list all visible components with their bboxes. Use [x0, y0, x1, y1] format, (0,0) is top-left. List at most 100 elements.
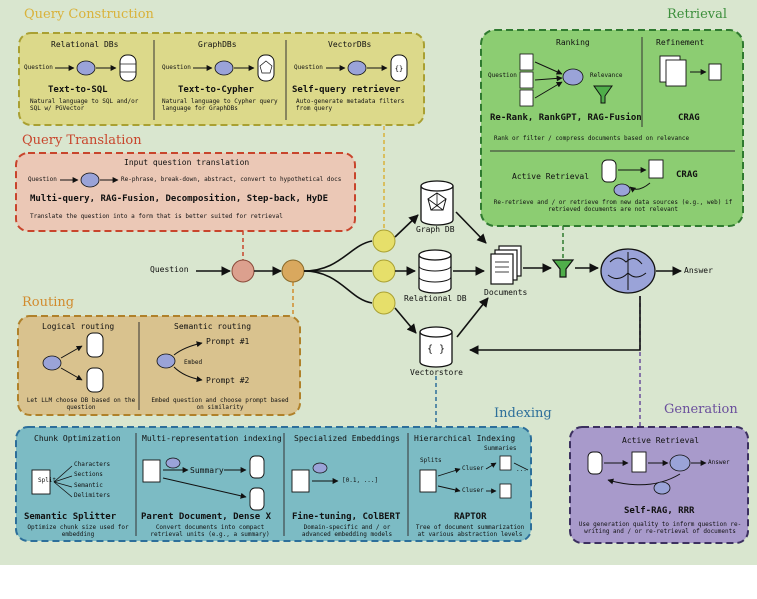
- relational-db-icon: [418, 249, 452, 294]
- vector-dbs-heading: VectorDBs: [328, 40, 372, 49]
- qt-flow-icons: [60, 172, 119, 188]
- specialized-heading: Specialized Embeddings: [294, 434, 400, 443]
- active-retrieval-icons: [601, 159, 664, 197]
- svg-text:{}: {}: [395, 65, 403, 73]
- embedding-vector-label: [0.1, ...]: [342, 477, 379, 484]
- generation-title: Generation: [664, 402, 738, 417]
- translation-node: [231, 259, 255, 283]
- generation-answer-label: Answer: [708, 459, 730, 466]
- relational-db-label: Relational DB: [404, 294, 467, 303]
- semantic-routing-icons: [156, 341, 203, 383]
- chunk-optimization-heading: Chunk Optimization: [34, 434, 121, 443]
- splits-label: Splits: [420, 457, 442, 464]
- indexing-box: [15, 426, 532, 542]
- qt-methods: Multi-query, RAG-Fusion, Decomposition, …: [30, 194, 329, 204]
- qt-desc: Translate the question into a form that …: [30, 213, 283, 220]
- prompt-2-label: Prompt #2: [206, 376, 250, 385]
- generation-icons: [587, 451, 707, 495]
- text-to-cypher-desc: Natural language to Cypher query languag…: [162, 98, 278, 112]
- active-retrieval-desc: Re-retrieve and / or retrieve from new d…: [493, 199, 733, 213]
- self-query-desc: Auto-generate metadata filters from quer…: [296, 98, 405, 112]
- text-to-sql-label: Text-to-SQL: [48, 85, 108, 95]
- query-construction-title: Query Construction: [24, 7, 154, 22]
- hierarchical-desc: Tree of document summarization at variou…: [415, 524, 525, 538]
- ranking-heading: Ranking: [556, 38, 590, 47]
- routing-title: Routing: [22, 295, 75, 310]
- documents-label: Documents: [484, 288, 528, 297]
- raptor-label: RAPTOR: [454, 512, 487, 522]
- graph-db-label: Graph DB: [416, 225, 455, 234]
- qc-relational-question: Question: [24, 64, 53, 71]
- active-retrieval-heading: Active Retrieval: [512, 172, 590, 181]
- routing-node: [281, 259, 305, 283]
- self-rag-label: Self-RAG, RRR: [624, 506, 695, 516]
- construction-node-graph: [372, 229, 396, 253]
- query-translation-box: [15, 152, 356, 232]
- parent-document-label: Parent Document, Dense X: [141, 512, 272, 522]
- refinement-heading: Refinement: [656, 38, 705, 47]
- construction-node-vector: [372, 291, 396, 315]
- graph-db-icon: [420, 180, 454, 226]
- semantic-splitter-label: Semantic Splitter: [24, 512, 117, 522]
- generation-heading: Active Retrieval: [622, 436, 700, 445]
- query-translation-title: Query Translation: [22, 133, 142, 148]
- qc-vector-icons: {}: [326, 54, 408, 82]
- summary-label: Summary: [190, 466, 224, 475]
- cluster-2-label: Cluser: [462, 487, 484, 494]
- ranking-icons: [519, 53, 613, 107]
- chunk-desc: Optimize chunk size used for embedding: [27, 524, 129, 538]
- hierarchy-dots: ...: [516, 466, 527, 473]
- rag-diagram: { } {}: [0, 0, 757, 565]
- qc-graph-question: Question: [162, 64, 191, 71]
- documents-icon: [490, 245, 522, 285]
- qt-question: Question: [28, 176, 57, 183]
- ranking-methods: Re-Rank, RankGPT, RAG-Fusion: [490, 113, 642, 123]
- vectorstore-icon: { }: [419, 326, 453, 368]
- generation-desc: Use generation quality to inform questio…: [578, 521, 742, 535]
- flow-question-label: Question: [150, 265, 189, 274]
- construction-node-relational: [372, 259, 396, 283]
- ranking-question: Question: [488, 72, 517, 79]
- chunk-split-label: Split: [38, 477, 57, 484]
- logical-routing-desc: Let LLM choose DB based on the question: [26, 397, 136, 411]
- text-to-cypher-label: Text-to-Cypher: [178, 85, 254, 95]
- embed-label: Embed: [184, 359, 203, 366]
- chunk-item-delimiters: Delimiters: [74, 492, 111, 499]
- multirep-icons: [142, 455, 265, 511]
- qc-graph-icons: [193, 54, 275, 82]
- translation-heading: Input question translation: [124, 158, 250, 167]
- semantic-routing-desc: Embed question and choose prompt based o…: [151, 397, 289, 411]
- multirep-heading: Multi-representation indexing: [142, 434, 282, 443]
- text-to-sql-desc: Natural language to SQL and/or SQL w/ PG…: [30, 98, 139, 112]
- retrieval-filter-desc: Rank or filter / compress documents base…: [494, 135, 690, 142]
- retrieval-title: Retrieval: [667, 7, 728, 22]
- summaries-label: Summaries: [484, 445, 517, 452]
- answer-label: Answer: [684, 266, 713, 275]
- specialized-icons: [291, 462, 339, 493]
- refinement-icons: [659, 55, 722, 87]
- cluster-1-label: Cluser: [462, 465, 484, 472]
- qc-vector-question: Question: [294, 64, 323, 71]
- diagram-graphics: { } {}: [15, 29, 749, 544]
- chunk-item-semantic: Semantic: [74, 482, 103, 489]
- qt-flow-text: Re-phrase, break-down, abstract, convert…: [121, 176, 342, 183]
- active-retrieval-method: CRAG: [676, 170, 698, 180]
- vectorstore-label: Vectorstore: [410, 368, 463, 377]
- specialized-desc: Domain-specific and / or advanced embedd…: [301, 524, 393, 538]
- chunk-item-characters: Characters: [74, 461, 111, 468]
- prompt-1-label: Prompt #1: [206, 337, 250, 346]
- semantic-routing-heading: Semantic routing: [174, 322, 252, 331]
- indexing-title: Indexing: [494, 406, 552, 421]
- qc-relational-icons: [55, 54, 137, 82]
- fine-tuning-label: Fine-tuning, ColBERT: [292, 512, 401, 522]
- self-query-label: Self-query retriever: [292, 85, 401, 95]
- logical-routing-icons: [42, 332, 104, 393]
- hierarchical-heading: Hierarchical Indexing: [414, 434, 516, 443]
- filter-funnel-icon: [551, 259, 575, 278]
- refinement-method: CRAG: [678, 113, 700, 123]
- svg-text:{ }: { }: [427, 344, 445, 355]
- logical-routing-heading: Logical routing: [42, 322, 115, 331]
- hierarchical-icons: [419, 455, 529, 499]
- llm-brain-icon: [600, 248, 656, 294]
- multirep-desc: Convert documents into compact retrieval…: [150, 524, 270, 538]
